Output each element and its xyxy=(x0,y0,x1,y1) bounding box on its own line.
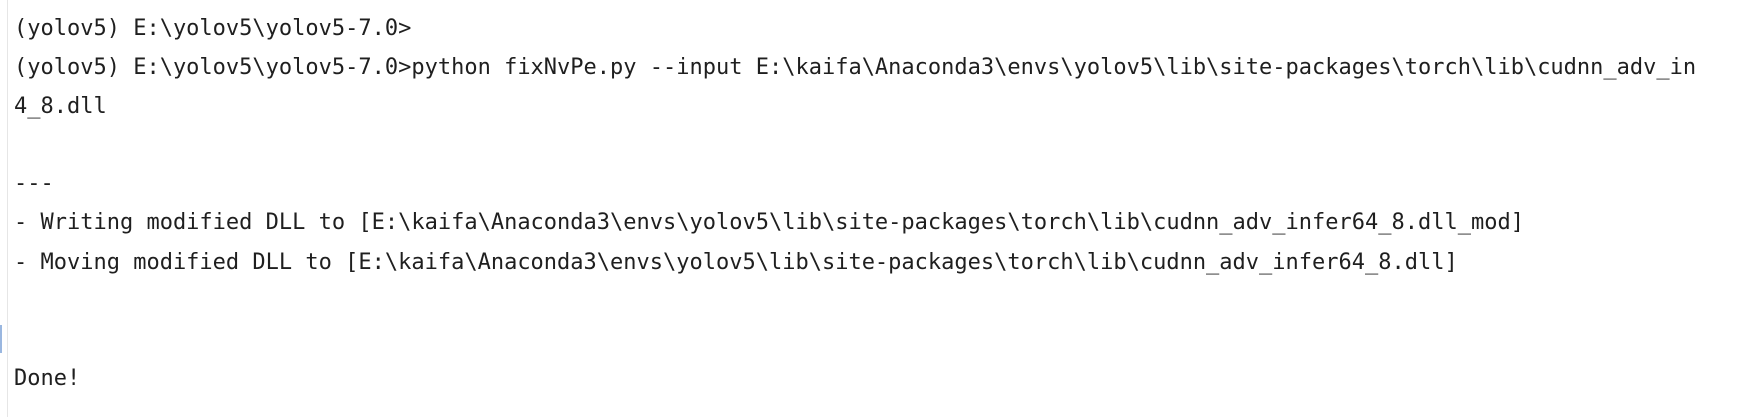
text-caret xyxy=(0,325,2,353)
prompt-line: (yolov5) E:\yolov5\yolov5-7.0> xyxy=(14,16,412,41)
output-line-writing: - Writing modified DLL to [E:\kaifa\Anac… xyxy=(14,210,1524,235)
output-line-moving: - Moving modified DLL to [E:\kaifa\Anaco… xyxy=(14,250,1458,275)
gutter-divider xyxy=(7,0,8,417)
separator-line: --- xyxy=(14,171,54,196)
output-line-done: Done! xyxy=(14,366,81,391)
command-line: (yolov5) E:\yolov5\yolov5-7.0>python fix… xyxy=(14,55,1697,80)
command-line-wrap: 4_8.dll xyxy=(14,94,107,119)
